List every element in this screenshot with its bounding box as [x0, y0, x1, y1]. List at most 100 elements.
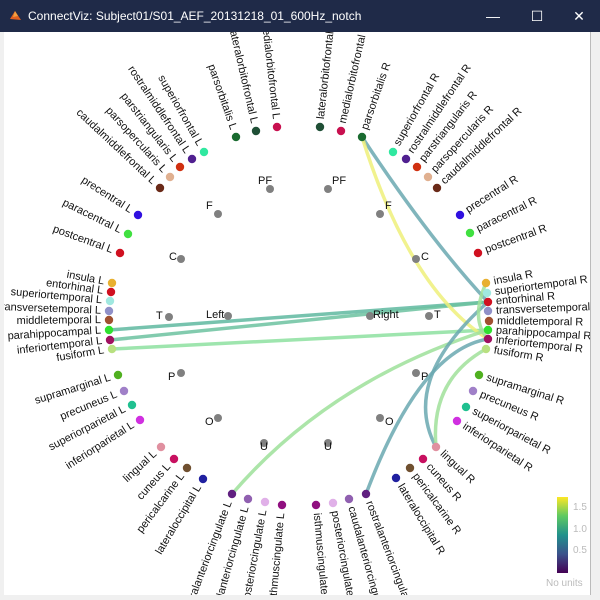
node-pericalcarine-l[interactable]	[182, 463, 192, 473]
node-parahippocampal-r[interactable]	[483, 325, 493, 335]
node-caudalmiddlefrontal-r[interactable]	[432, 183, 442, 193]
node-lateraloccipital-r[interactable]	[391, 473, 401, 483]
node-entorhinal-r[interactable]	[483, 297, 493, 307]
connectivity-graph	[104, 122, 494, 510]
colorbar	[557, 497, 568, 573]
node-lingual-r[interactable]	[431, 442, 441, 452]
node-precentral-l[interactable]	[133, 210, 143, 220]
node-middletemporal-l[interactable]	[104, 315, 114, 325]
node-superiortemporal-r[interactable]	[482, 288, 492, 298]
node-precuneus-l[interactable]	[119, 386, 129, 396]
node-entorhinal-l[interactable]	[106, 287, 116, 297]
region-dot-f[interactable]	[376, 210, 384, 218]
edge-entorhinal-r-to-parsorbitalis-r[interactable]	[360, 136, 490, 304]
minimize-button[interactable]: —	[478, 6, 508, 26]
region-dot-p[interactable]	[177, 369, 185, 377]
node-parstriangularis-r[interactable]	[412, 162, 422, 172]
region-label: U	[324, 441, 332, 453]
node-inferiortemporal-l[interactable]	[105, 335, 115, 345]
node-rostralanteriorcingulate-r[interactable]	[361, 489, 371, 499]
region-dot-right[interactable]	[366, 312, 374, 320]
node-precentral-r[interactable]	[455, 210, 465, 220]
node-inferiorparietal-l[interactable]	[135, 415, 145, 425]
node-supramarginal-l[interactable]	[113, 370, 123, 380]
region-dot-pf[interactable]	[266, 185, 274, 193]
node-paracentral-r[interactable]	[465, 228, 475, 238]
edge-inferiortemporal-r-to-parsorbitalis-r[interactable]	[360, 136, 489, 341]
node-parahippocampal-l[interactable]	[104, 325, 114, 335]
node-transversetemporal-l[interactable]	[104, 306, 114, 316]
region-dot-p[interactable]	[412, 369, 420, 377]
edge-parahippocampal-r-to-fusiform-l[interactable]	[111, 328, 489, 351]
region-label: PF	[258, 175, 273, 187]
edge-entorhinal-r-to-lingual-r[interactable]	[423, 300, 490, 448]
node-rostralmiddlefrontal-r[interactable]	[401, 154, 411, 164]
edge-insula-r-to-inferiortemporal-r[interactable]	[476, 282, 490, 341]
region-dot-u[interactable]	[324, 439, 332, 447]
node-lingual-l[interactable]	[156, 442, 166, 452]
node-lateralorbitofrontal-l[interactable]	[251, 126, 261, 136]
region-dot-c[interactable]	[177, 255, 185, 263]
maximize-button[interactable]: ☐	[522, 6, 552, 26]
node-superiorparietal-r[interactable]	[461, 402, 471, 412]
region-label: O	[205, 416, 214, 428]
region-dot-o[interactable]	[376, 414, 384, 422]
node-transversetemporal-r[interactable]	[483, 306, 493, 316]
node-cuneus-l[interactable]	[169, 454, 179, 464]
node-parsorbitalis-r[interactable]	[357, 132, 367, 142]
node-parstriangularis-l[interactable]	[175, 162, 185, 172]
node-rostralanteriorcingulate-l[interactable]	[227, 489, 237, 499]
node-inferiorparietal-r[interactable]	[452, 416, 462, 426]
node-paracentral-l[interactable]	[123, 229, 133, 239]
node-posteriorcingulate-l[interactable]	[260, 497, 270, 507]
region-dot-o[interactable]	[214, 414, 222, 422]
node-isthmuscingulate-r[interactable]	[311, 500, 321, 510]
region-label: O	[385, 416, 394, 428]
node-fusiform-l[interactable]	[107, 344, 117, 354]
node-medialorbitofrontal-r[interactable]	[336, 126, 346, 136]
region-dot-left[interactable]	[224, 312, 232, 320]
node-caudalanteriorcingulate-r[interactable]	[344, 494, 354, 504]
node-superiorparietal-l[interactable]	[127, 400, 137, 410]
node-pericalcarine-r[interactable]	[405, 463, 415, 473]
edge-inferiortemporal-r-to-rostralanteriorcingulate-r[interactable]	[364, 337, 489, 495]
node-middletemporal-r[interactable]	[484, 316, 494, 326]
node-lateralorbitofrontal-r[interactable]	[315, 122, 325, 132]
node-parsopercularis-r[interactable]	[423, 172, 433, 182]
node-inferiortemporal-r[interactable]	[483, 334, 493, 344]
region-label: T	[434, 309, 441, 321]
edge-fusiform-r-to-lingual-r[interactable]	[433, 347, 487, 448]
region-dot-u[interactable]	[260, 439, 268, 447]
node-superiorfrontal-l[interactable]	[199, 147, 209, 157]
window-title: ConnectViz: Subject01/S01_AEF_20131218_0…	[28, 9, 362, 23]
node-insula-l[interactable]	[107, 278, 117, 288]
node-isthmuscingulate-l[interactable]	[277, 500, 287, 510]
node-cuneus-r[interactable]	[418, 454, 428, 464]
node-caudalanteriorcingulate-l[interactable]	[243, 494, 253, 504]
node-superiorfrontal-r[interactable]	[388, 147, 398, 157]
close-icon: ✕	[573, 8, 585, 24]
region-dot-pf[interactable]	[324, 185, 332, 193]
node-rostralmiddlefrontal-l[interactable]	[187, 154, 197, 164]
node-supramarginal-r[interactable]	[474, 370, 484, 380]
close-button[interactable]: ✕	[564, 6, 594, 26]
node-parsopercularis-l[interactable]	[165, 172, 175, 182]
node-fusiform-r[interactable]	[481, 344, 491, 354]
node-parsorbitalis-l[interactable]	[231, 132, 241, 142]
node-medialorbitofrontal-l[interactable]	[272, 122, 282, 132]
node-lateraloccipital-l[interactable]	[198, 474, 208, 484]
region-dot-t[interactable]	[165, 313, 173, 321]
node-posteriorcingulate-r[interactable]	[328, 498, 338, 508]
node-superiortemporal-l[interactable]	[105, 296, 115, 306]
region-dot-c[interactable]	[412, 255, 420, 263]
region-dot-f[interactable]	[214, 210, 222, 218]
edge-entorhinal-r-to-inferiortemporal-l[interactable]	[109, 300, 489, 342]
node-caudalmiddlefrontal-l[interactable]	[155, 183, 165, 193]
node-precuneus-r[interactable]	[468, 386, 478, 396]
node-postcentral-l[interactable]	[115, 248, 125, 258]
node-postcentral-r[interactable]	[473, 248, 483, 258]
region-dot-t[interactable]	[425, 312, 433, 320]
region-label: F	[206, 200, 213, 212]
node-insula-r[interactable]	[481, 278, 491, 288]
